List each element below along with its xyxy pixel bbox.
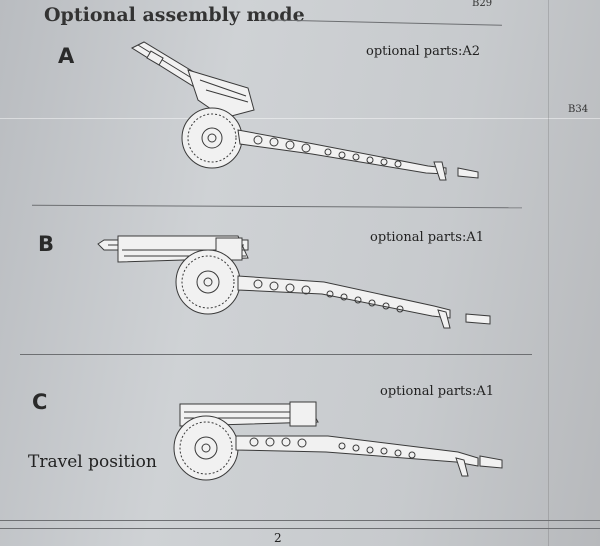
part-label-top: B29 <box>472 0 493 9</box>
optional-parts-b: optional parts:A1 <box>370 230 484 245</box>
optional-parts-c: optional parts:A1 <box>380 384 494 399</box>
paper-fold-line <box>548 0 549 546</box>
paper-fold-line <box>0 118 600 119</box>
cannon-diagram-b <box>97 235 491 329</box>
section-divider <box>32 204 522 209</box>
page-number: 2 <box>274 531 282 545</box>
part-label-right: B34 <box>568 104 589 115</box>
footer-rule <box>0 520 600 521</box>
cannon-diagram-c <box>173 401 503 481</box>
optional-parts-a: optional parts:A2 <box>366 44 480 59</box>
section-letter-c: C <box>32 390 48 414</box>
cannon-diagram-a <box>130 41 479 181</box>
section-letter-a: A <box>58 44 75 68</box>
section-letter-b: B <box>38 232 55 256</box>
footer-rule <box>0 528 600 529</box>
page-title: Optional assembly mode <box>44 4 305 26</box>
section-divider <box>20 354 532 355</box>
travel-position-caption: Travel position <box>28 452 157 472</box>
